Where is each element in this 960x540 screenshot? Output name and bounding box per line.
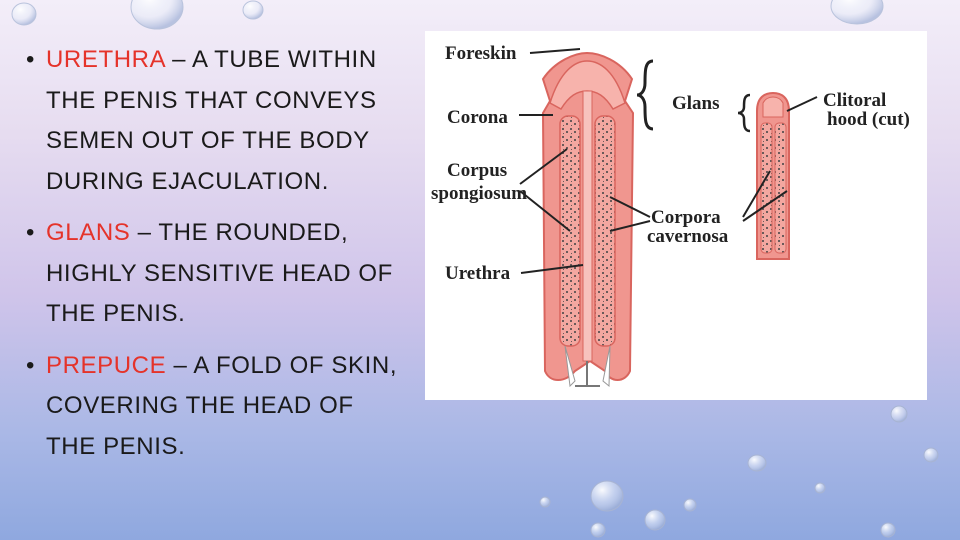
bullet-prepuce: • PREPUCE – A FOLD OF SKIN, COVERING THE… (26, 346, 406, 468)
label-clitoral-line2: hood (cut) (827, 109, 910, 130)
label-corpora-line1: Corpora (651, 207, 721, 228)
penis-illustration (541, 51, 635, 388)
bullet-dot: • (26, 46, 36, 73)
term-urethra: URETHRA (46, 46, 165, 73)
label-foreskin: Foreskin (445, 43, 517, 64)
glans-brace (636, 59, 654, 131)
clitoris-illustration (756, 91, 790, 260)
label-corpora-line2: cavernosa (647, 226, 729, 247)
definition-glans: – THE ROUNDED, HIGHLY SENSITIVE HEAD OF … (46, 219, 393, 327)
label-urethra: Urethra (445, 263, 511, 284)
label-clitoral-line1: Clitoral (823, 90, 886, 111)
bullet-dot: • (26, 351, 36, 379)
label-glans: Glans (672, 93, 720, 114)
label-corona: Corona (447, 107, 508, 128)
term-glans: GLANS (46, 219, 131, 246)
bullet-urethra: • URETHRA – A TUBE WITHIN THE PENIS THAT… (26, 40, 406, 202)
clitoral-brace (737, 93, 751, 133)
definition-prepuce: – A FOLD OF SKIN, COVERING THE HEAD OF T… (46, 351, 398, 460)
definition-urethra: – A TUBE WITHIN THE PENIS THAT CONVEYS S… (46, 46, 377, 195)
bullet-glans: • GLANS – THE ROUNDED, HIGHLY SENSITIVE … (26, 213, 406, 335)
label-corpus-line1: Corpus (447, 160, 507, 181)
term-prepuce: PREPUCE (46, 351, 167, 379)
bullet-list: • URETHRA – A TUBE WITHIN THE PENIS THAT… (26, 40, 406, 478)
leader-lines (519, 48, 818, 274)
label-corpus-line2: spongiosum (431, 183, 527, 204)
bullet-dot: • (26, 219, 36, 246)
anatomy-figure: Foreskin Glans Corona Corpus spongiosum … (425, 31, 927, 400)
